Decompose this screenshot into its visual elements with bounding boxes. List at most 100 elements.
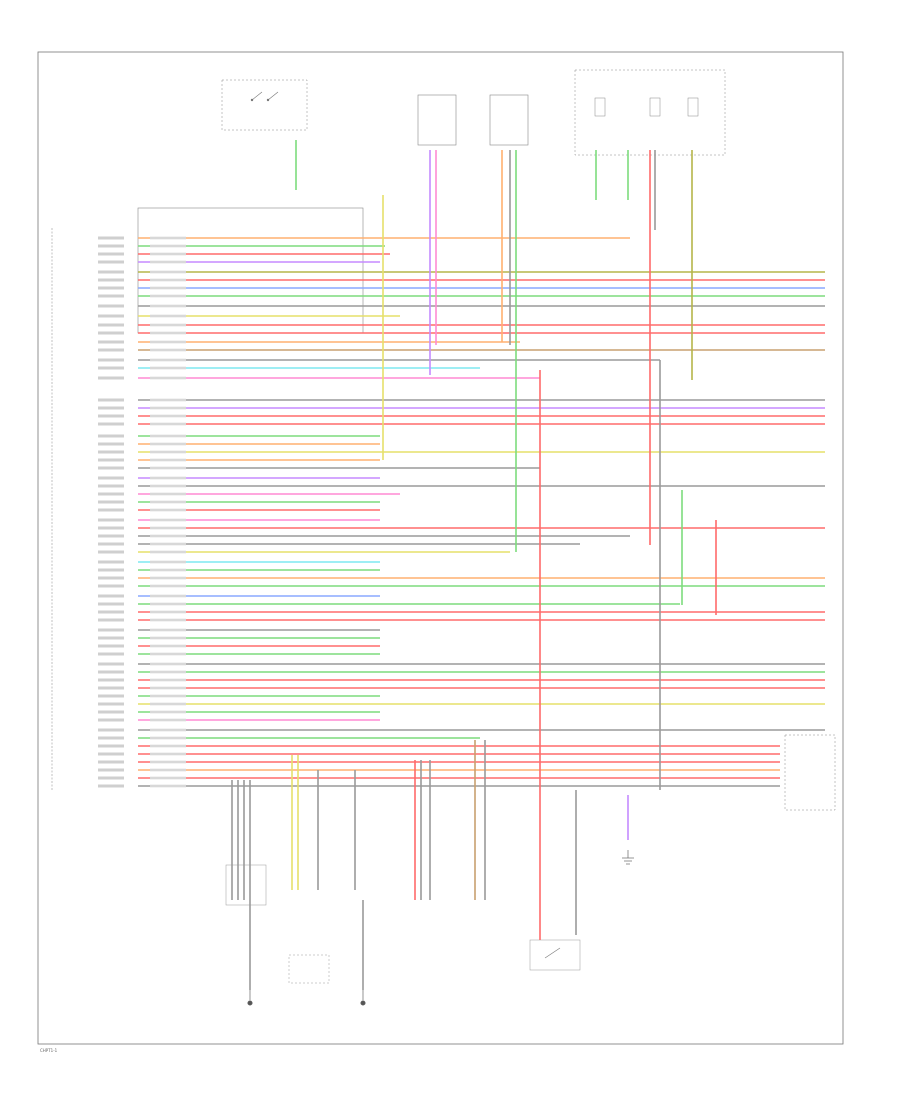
pin-label-placeholder — [98, 270, 124, 274]
pin-label-placeholder — [98, 768, 124, 772]
wire-code-placeholder — [150, 270, 186, 274]
wire-code-placeholder — [150, 686, 186, 690]
fuse-block-top-right — [574, 69, 726, 156]
pin-label-placeholder — [98, 406, 124, 410]
wire-code-placeholder — [150, 542, 186, 546]
ground-symbol-3 — [622, 850, 634, 865]
pin-label-placeholder — [98, 358, 124, 362]
wire-code-placeholder — [150, 568, 186, 572]
pin-label-placeholder — [98, 686, 124, 690]
pin-label-placeholder — [98, 442, 124, 446]
wire-code-placeholder — [150, 508, 186, 512]
wire-code-placeholder — [150, 252, 186, 256]
ground-symbol-2 — [360, 990, 366, 1006]
ignition-switch-component — [221, 79, 308, 131]
pin-label-placeholder — [98, 323, 124, 327]
pin-label-placeholder — [98, 560, 124, 564]
wire-code-placeholder — [150, 492, 186, 496]
wire-code-placeholder — [150, 702, 186, 706]
wire-code-placeholder — [150, 340, 186, 344]
wire-code-placeholder — [150, 618, 186, 622]
pin-label-placeholder — [98, 260, 124, 264]
pin-label-placeholder — [98, 662, 124, 666]
wire-code-placeholder — [150, 348, 186, 352]
wire-code-placeholder — [150, 718, 186, 722]
wire-code-placeholder — [150, 784, 186, 788]
pin-label-placeholder — [98, 434, 124, 438]
pin-label-placeholder — [98, 244, 124, 248]
wire-code-placeholder — [150, 314, 186, 318]
pin-label-placeholder — [98, 414, 124, 418]
pin-label-placeholder — [98, 568, 124, 572]
pin-label-group — [98, 236, 186, 788]
pin-label-placeholder — [98, 340, 124, 344]
wire-code-placeholder — [150, 500, 186, 504]
pin-label-placeholder — [98, 776, 124, 780]
wire-code-placeholder — [150, 358, 186, 362]
pin-label-placeholder — [98, 422, 124, 426]
pin-label-placeholder — [98, 594, 124, 598]
wire-code-placeholder — [150, 260, 186, 264]
pin-label-placeholder — [98, 628, 124, 632]
wire-code-placeholder — [150, 678, 186, 682]
pin-label-placeholder — [98, 286, 124, 290]
bottom-connector-cluster — [225, 864, 581, 984]
pin-label-placeholder — [98, 458, 124, 462]
pin-label-placeholder — [98, 508, 124, 512]
pin-label-placeholder — [98, 398, 124, 402]
wire-code-placeholder — [150, 518, 186, 522]
wire-code-placeholder — [150, 662, 186, 666]
wire-code-placeholder — [150, 560, 186, 564]
wire-code-placeholder — [150, 244, 186, 248]
wire-code-placeholder — [150, 526, 186, 530]
pin-label-placeholder — [98, 252, 124, 256]
wire-code-placeholder — [150, 576, 186, 580]
pin-label-placeholder — [98, 718, 124, 722]
pin-label-placeholder — [98, 294, 124, 298]
pin-label-placeholder — [98, 518, 124, 522]
pin-label-placeholder — [98, 450, 124, 454]
wire-code-placeholder — [150, 366, 186, 370]
sensor-component-2 — [489, 94, 529, 146]
pin-label-placeholder — [98, 652, 124, 656]
wire-code-placeholder — [150, 398, 186, 402]
wire-code-placeholder — [150, 286, 186, 290]
pin-label-placeholder — [98, 500, 124, 504]
pin-label-placeholder — [98, 728, 124, 732]
wire-code-placeholder — [150, 534, 186, 538]
pin-label-placeholder — [98, 534, 124, 538]
wire-code-placeholder — [150, 442, 186, 446]
pin-label-placeholder — [98, 304, 124, 308]
horizontal-wire-group — [138, 237, 825, 787]
wire-code-placeholder — [150, 331, 186, 335]
sensor-component-1 — [417, 94, 457, 146]
pin-label-placeholder — [98, 784, 124, 788]
pin-label-placeholder — [98, 702, 124, 706]
pin-label-placeholder — [98, 484, 124, 488]
wire-code-placeholder — [150, 278, 186, 282]
pin-label-placeholder — [98, 348, 124, 352]
wire-code-placeholder — [150, 294, 186, 298]
wire-code-placeholder — [150, 736, 186, 740]
wire-code-placeholder — [150, 323, 186, 327]
right-component-box — [784, 734, 836, 811]
pin-label-placeholder — [98, 736, 124, 740]
pin-label-placeholder — [98, 550, 124, 554]
wire-code-placeholder — [150, 236, 186, 240]
wire-code-placeholder — [150, 768, 186, 772]
wire-code-placeholder — [150, 476, 186, 480]
pin-label-placeholder — [98, 602, 124, 606]
wire-code-placeholder — [150, 652, 186, 656]
pin-label-placeholder — [98, 610, 124, 614]
pin-label-placeholder — [98, 542, 124, 546]
diagram-footer-code: CHPT1-1 — [40, 1048, 58, 1053]
pin-label-placeholder — [98, 236, 124, 240]
wire-code-placeholder — [150, 406, 186, 410]
wire-code-placeholder — [150, 728, 186, 732]
wire-code-placeholder — [150, 376, 186, 380]
pin-label-placeholder — [98, 576, 124, 580]
pin-label-placeholder — [98, 366, 124, 370]
wire-code-placeholder — [150, 434, 186, 438]
pin-label-placeholder — [98, 752, 124, 756]
